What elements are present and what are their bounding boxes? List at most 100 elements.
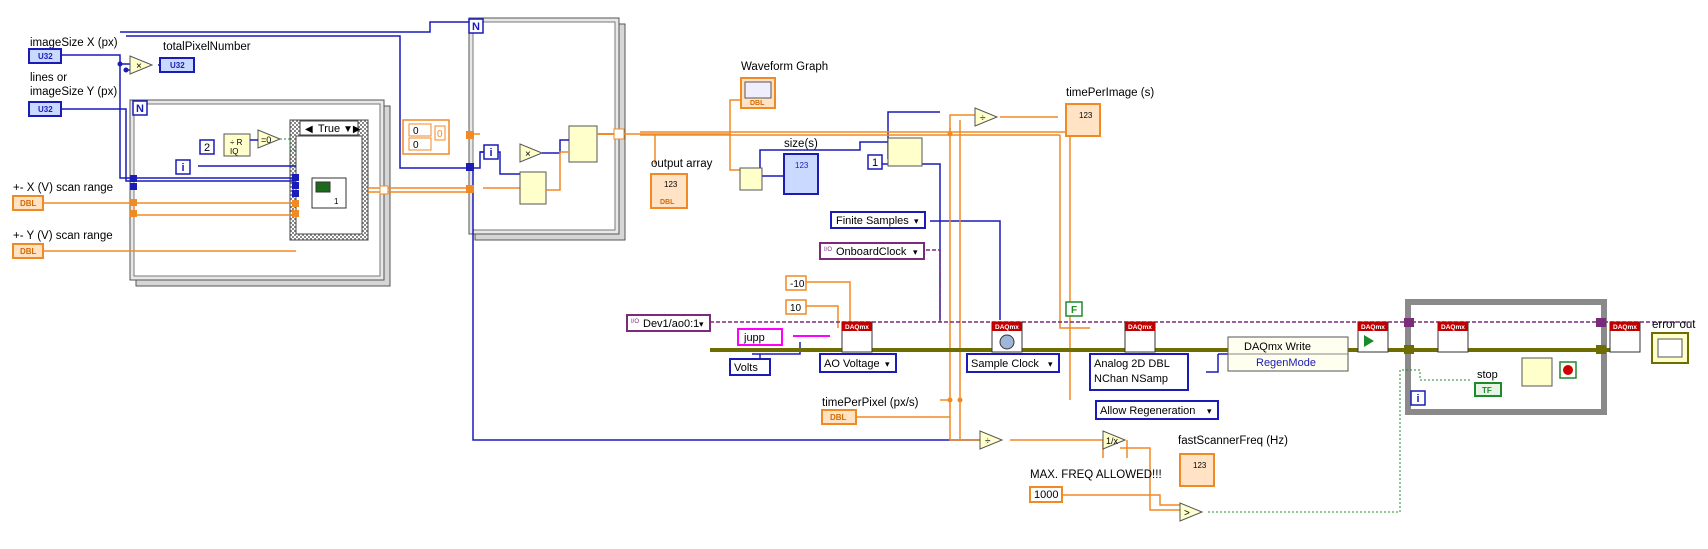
while-loop[interactable] [1405, 299, 1607, 415]
while-iteration [1410, 390, 1426, 406]
divide-node-time-image[interactable] [974, 107, 999, 127]
daqmx-start-task[interactable] [1357, 321, 1389, 353]
string-constant-jupp[interactable] [737, 328, 783, 346]
svg-text:÷: ÷ [980, 113, 986, 124]
svg-text:=0: =0 [261, 135, 271, 145]
greater-than-node[interactable] [1179, 502, 1204, 522]
output-array-indicator[interactable] [650, 173, 688, 209]
label-waveform-graph: Waveform Graph [741, 61, 828, 73]
control-image-size-x[interactable] [28, 48, 62, 64]
label-time-per-image: timePerImage (s) [1066, 87, 1154, 99]
for-loop-middle[interactable] [468, 17, 626, 241]
quotient-remainder-node[interactable] [223, 133, 251, 157]
svg-text:×: × [525, 149, 531, 160]
svg-text:1000: 1000 [1034, 489, 1058, 501]
constant-one[interactable] [867, 154, 883, 170]
wire-junctions-orange [947, 131, 963, 403]
control-x-scan-range[interactable] [12, 195, 44, 211]
daqmx-clear-task[interactable] [1609, 321, 1641, 353]
constant-max-freq[interactable] [1029, 486, 1063, 503]
svg-text:OnboardClock: OnboardClock [836, 246, 907, 258]
svg-text:2: 2 [204, 142, 210, 154]
case-right-arrow: ▼▶ [343, 124, 361, 135]
svg-text:F: F [1071, 305, 1077, 316]
label-stop: stop [1477, 369, 1498, 381]
svg-text:DAQmx Write: DAQmx Write [1244, 341, 1311, 353]
ring-analog-2d[interactable] [1089, 353, 1189, 391]
svg-text:U32: U32 [170, 61, 185, 70]
case-selector-label: True [318, 123, 340, 135]
svg-text:DBL: DBL [660, 199, 675, 206]
reciprocal-node[interactable] [1102, 430, 1127, 450]
svg-text:DAQmx: DAQmx [995, 324, 1019, 331]
equal-zero-node[interactable] [257, 129, 282, 149]
svg-text:123: 123 [664, 180, 678, 189]
index-array-node[interactable] [887, 137, 923, 167]
bool-wire [1208, 369, 1470, 513]
control-y-scan-range[interactable] [12, 243, 44, 259]
while-iteration-text: i [1416, 393, 1419, 405]
replace-subset-node[interactable] [568, 125, 598, 163]
control-dev1-ao0[interactable] [626, 314, 711, 332]
control-time-per-pixel[interactable] [821, 409, 857, 425]
ring-sample-clock[interactable] [966, 353, 1060, 373]
label-x-scan-range: +- X (V) scan range [13, 182, 113, 194]
ring-ao-voltage[interactable] [819, 353, 897, 373]
svg-text:U32: U32 [38, 52, 53, 61]
svg-text:I/O: I/O [824, 247, 832, 253]
svg-text:Finite Samples: Finite Samples [836, 215, 909, 227]
svg-text:RegenMode: RegenMode [1256, 357, 1316, 369]
svg-text:i: i [489, 147, 492, 159]
multiply-node-total[interactable] [129, 55, 154, 75]
constant-neg-ten[interactable] [785, 275, 807, 291]
stop-button-terminal[interactable] [1474, 382, 1502, 397]
size-s-indicator[interactable] [783, 153, 819, 195]
svg-text:123: 123 [1079, 111, 1093, 120]
time-per-image-indicator[interactable] [1065, 103, 1101, 137]
shift-registers [1404, 318, 1606, 354]
multiply-node-middle[interactable] [519, 143, 544, 163]
svg-text:123: 123 [795, 161, 809, 170]
fast-scanner-freq-indicator[interactable] [1179, 453, 1215, 487]
constant-two[interactable] [199, 139, 215, 155]
label-size-s: size(s) [784, 138, 818, 150]
ring-volts[interactable] [729, 358, 771, 376]
ring-allow-regeneration[interactable] [1095, 400, 1219, 420]
svg-text:÷: ÷ [985, 436, 991, 447]
constant-ten[interactable] [785, 299, 807, 315]
transpose-node[interactable] [739, 167, 763, 191]
svg-text:▾: ▾ [1048, 359, 1053, 369]
loop-count-n-middle [468, 18, 484, 34]
or-node[interactable] [1521, 357, 1553, 387]
svg-text:Sample Clock: Sample Clock [971, 358, 1039, 370]
svg-text:▾: ▾ [913, 247, 918, 257]
daqmx-is-task-done[interactable] [1437, 321, 1469, 353]
svg-text:1: 1 [872, 157, 878, 169]
divide-node-freq[interactable] [979, 430, 1004, 450]
svg-text:NChan NSamp: NChan NSamp [1094, 373, 1168, 385]
daqmx-create-channel[interactable] [841, 321, 873, 353]
label-error-out: error out [1652, 319, 1696, 331]
constant-false[interactable] [1065, 301, 1083, 317]
svg-text:0: 0 [437, 129, 443, 140]
svg-text:-10: -10 [790, 279, 805, 290]
svg-text:×: × [136, 61, 142, 72]
ring-onboard-clock[interactable] [819, 242, 925, 260]
svg-text:AO Voltage: AO Voltage [824, 358, 880, 370]
indicator-total-pixel-number[interactable] [159, 57, 195, 73]
label-fast-scanner-freq: fastScannerFreq (Hz) [1178, 435, 1288, 447]
svg-text:U32: U32 [38, 105, 53, 114]
svg-text:123: 123 [1193, 461, 1207, 470]
svg-text:0: 0 [413, 140, 419, 151]
ring-finite-samples[interactable] [830, 211, 926, 229]
array-subset-node[interactable] [519, 171, 547, 205]
label-output-array: output array [651, 158, 713, 170]
svg-text:0: 0 [413, 126, 419, 137]
daqmx-timing[interactable] [991, 321, 1023, 353]
case-selector[interactable] [299, 120, 359, 136]
svg-text:DAQmx: DAQmx [1613, 324, 1637, 331]
control-image-size-y[interactable] [28, 101, 62, 117]
daqmx-write[interactable] [1124, 321, 1156, 353]
svg-text:1/x: 1/x [1106, 436, 1119, 446]
svg-text:▾: ▾ [699, 319, 704, 329]
